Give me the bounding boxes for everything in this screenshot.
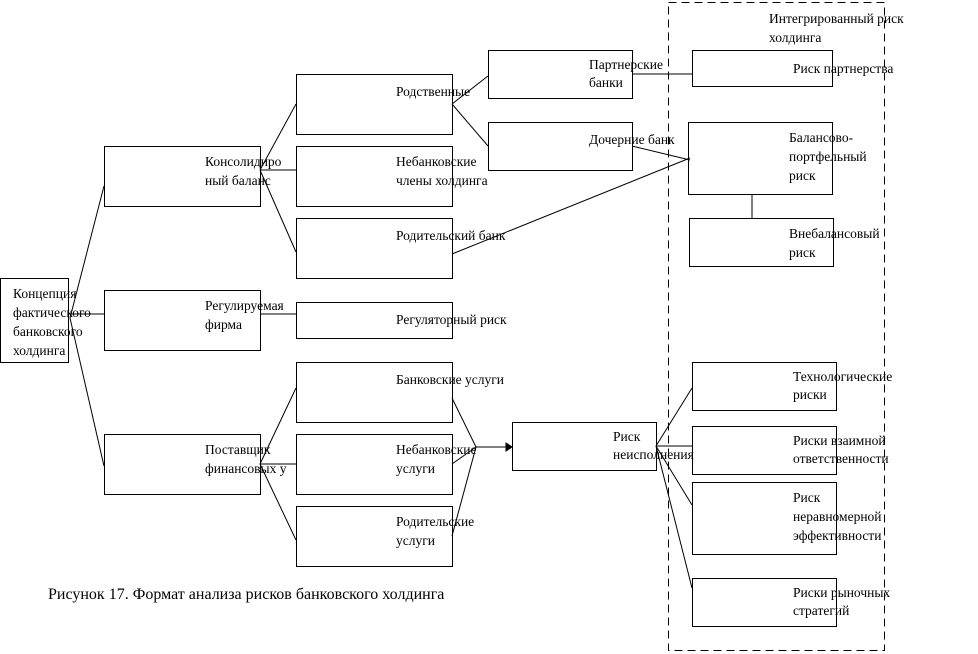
label-line: Концепция	[13, 286, 77, 301]
label-line: Партнерские	[589, 57, 663, 72]
node-bank-services: Банковские услуги	[396, 370, 504, 389]
label-line: члены холдинга	[396, 173, 488, 188]
label-line: Риск партнерства	[793, 61, 894, 76]
box-regulated	[104, 290, 261, 351]
label-line: холдинга	[13, 343, 66, 358]
label-line: услуги	[396, 533, 435, 548]
box-parent-bank	[296, 218, 453, 279]
label-line: неисполнения	[613, 447, 694, 462]
box-offbalance-risk	[689, 218, 834, 267]
node-nonbank-members: Небанковские члены холдинга	[396, 152, 488, 190]
node-provider: Поставщик финансовых у	[205, 440, 286, 478]
label-line: фирма	[205, 317, 242, 332]
label-line: Консолидиро	[205, 154, 282, 169]
label-line: риск	[789, 168, 816, 183]
box-bank-services	[296, 362, 453, 423]
label-line: Родительские	[396, 514, 475, 529]
label-line: Риск	[793, 490, 821, 505]
box-concept	[0, 278, 69, 363]
node-tech-risk: Технологические риски	[793, 368, 892, 404]
node-nonperformance-risk: Риск неисполнения	[613, 428, 694, 464]
label-line: Интегрированный риск	[769, 11, 904, 26]
node-parent-bank: Родительский банк	[396, 226, 505, 245]
label-line: Небанковские	[396, 154, 477, 169]
label-line: Регуляторный риск	[396, 312, 507, 327]
integrated-risk-label: Интегрированный риск холдинга	[769, 9, 904, 47]
label-line: эффективности	[793, 528, 882, 543]
label-line: Технологические	[793, 369, 893, 384]
label-line: риск	[789, 245, 816, 260]
label-line: ный баланс	[205, 173, 271, 188]
box-consolidated	[104, 146, 261, 207]
label-line: Дочерние банк	[589, 132, 675, 147]
label-line: Риски взаимной	[793, 433, 886, 448]
label-line: Балансово-	[789, 130, 854, 145]
label-line: банковского	[13, 324, 83, 339]
integrated-risk-group-border	[668, 2, 885, 651]
node-partner-banks: Партнерские банки	[589, 56, 663, 92]
label-line: Внебалансовый	[789, 226, 880, 241]
label-line: Родительский банк	[396, 228, 506, 243]
node-regulated: Регулируемая фирма	[205, 296, 284, 334]
box-nonbank-services	[296, 434, 453, 495]
label-line: услуги	[396, 461, 435, 476]
label-line: портфельный	[789, 149, 867, 164]
box-mutual-risk	[692, 426, 837, 475]
node-partnership-risk: Риск партнерства	[793, 59, 893, 78]
label-line: Небанковские	[396, 442, 477, 457]
label-line: Регулируемая	[205, 298, 284, 313]
label-line: стратегий	[793, 603, 850, 618]
label-line: фактического	[13, 305, 91, 320]
label-line: ответственности	[793, 451, 889, 466]
box-nonbank-members	[296, 146, 453, 207]
label-line: риски	[793, 387, 827, 402]
label-line: Риск	[613, 429, 641, 444]
label-line: Риски рыночных	[793, 585, 891, 600]
figure-caption: Рисунок 17. Формат анализа рисков банков…	[48, 586, 445, 603]
label-line: банки	[589, 75, 623, 90]
node-regulatory-risk: Регуляторный риск	[396, 310, 507, 329]
node-mutual-risk: Риски взаимной ответственности	[793, 432, 889, 468]
box-uneven-risk	[692, 482, 837, 555]
node-nonbank-services: Небанковские услуги	[396, 440, 477, 478]
connectors	[68, 73, 753, 589]
label-line: неравномерной	[793, 509, 882, 524]
label-line: холдинга	[769, 30, 822, 45]
node-consolidated: Консолидиро ный баланс	[205, 152, 281, 190]
label-line: Банковские услуги	[396, 372, 505, 387]
box-market-risk	[692, 578, 837, 627]
node-concept: Концепция фактического банковского холдинга	[13, 284, 91, 360]
label-line: Поставщик	[205, 442, 271, 457]
node-market-risk: Риски рыночных стратегий	[793, 584, 890, 620]
box-tech-risk	[692, 362, 837, 411]
label-line: Родственные	[396, 84, 471, 99]
node-subsidiary-banks: Дочерние банк	[589, 130, 675, 149]
box-regulatory-risk	[296, 302, 453, 339]
box-partnership-risk	[692, 50, 833, 87]
node-offbalance-risk: Внебалансовый риск	[789, 224, 880, 262]
node-uneven-risk: Риск неравномерной эффективности	[793, 488, 882, 545]
node-balance-risk: Балансово-портфельный риск	[789, 128, 867, 185]
box-parent-services	[296, 506, 453, 567]
node-related: Родственные	[396, 82, 470, 101]
node-parent-services: Родительские услуги	[396, 512, 474, 550]
label-line: финансовых у	[205, 461, 287, 476]
